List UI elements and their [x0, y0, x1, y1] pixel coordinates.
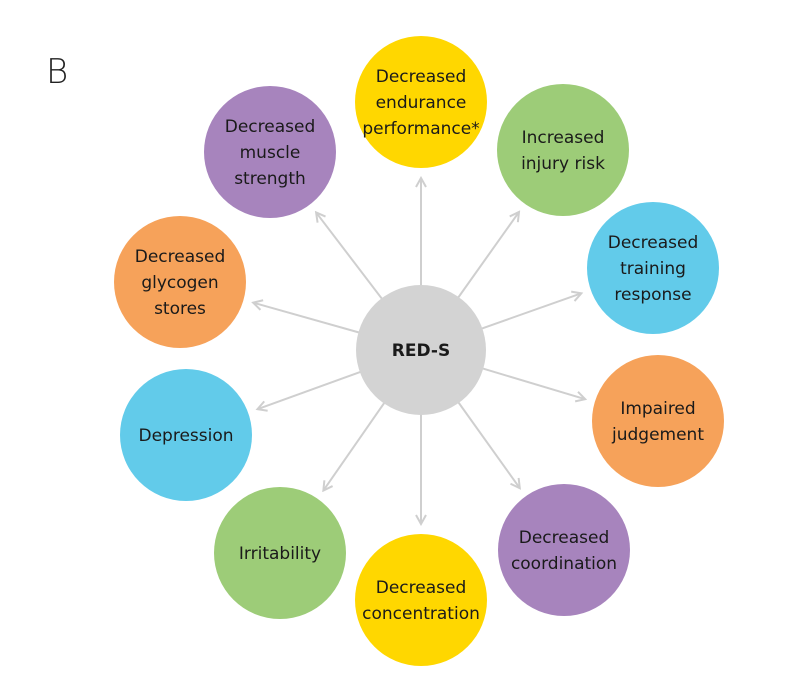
- node-circle: [592, 355, 724, 487]
- node-circle: [497, 84, 629, 216]
- node-decreased-endurance-performance: Decreased endurance performance*: [355, 36, 487, 168]
- node-impaired-judgement: Impaired judgement: [592, 355, 724, 487]
- center-label: RED-S: [392, 341, 450, 361]
- center-node: RED-S: [356, 285, 486, 415]
- node-decreased-glycogen-stores: Decreased glycogen stores: [114, 216, 246, 348]
- node-increased-injury-risk: Increased injury risk: [497, 84, 629, 216]
- node-label-line: Decreased: [608, 233, 699, 253]
- node-depression: Depression: [120, 369, 252, 501]
- node-label-line: performance*: [362, 119, 479, 139]
- arrow-to-decreased-training-response: [480, 293, 581, 330]
- node-label-line: Irritability: [239, 544, 321, 564]
- arrow-to-decreased-glycogen-stores: [253, 303, 361, 334]
- node-circle: [498, 484, 630, 616]
- arrow-to-decreased-coordination: [456, 400, 520, 488]
- arrow-to-depression: [257, 370, 363, 409]
- node-decreased-muscle-strength: Decreased muscle strength: [204, 86, 336, 218]
- arrow-to-increased-injury-risk: [456, 212, 519, 300]
- node-label-line: glycogen: [141, 273, 218, 293]
- node-label-line: Impaired: [620, 399, 695, 419]
- node-decreased-training-response: Decreased training response: [587, 202, 719, 334]
- node-label-line: stores: [154, 299, 206, 319]
- node-label-line: training: [620, 259, 686, 279]
- arrow-to-impaired-judgement: [481, 367, 585, 399]
- node-label-line: endurance: [376, 93, 467, 113]
- nodes-layer: Decreased endurance performance* Increased i…: [114, 36, 724, 666]
- node-circle: [120, 369, 252, 501]
- node-label-line: Decreased: [135, 247, 226, 267]
- node-label-line: muscle: [240, 143, 301, 163]
- node-circle: [355, 534, 487, 666]
- node-label-line: injury risk: [521, 154, 605, 174]
- node-circle: [587, 202, 719, 334]
- panel-label: B: [46, 52, 69, 92]
- node-label-line: Decreased: [376, 578, 467, 598]
- node-decreased-coordination: Decreased coordination: [498, 484, 630, 616]
- node-label-line: Decreased: [225, 117, 316, 137]
- node-decreased-concentration: Decreased concentration: [355, 534, 487, 666]
- node-label-line: response: [614, 285, 691, 305]
- node-circle: [114, 216, 246, 348]
- node-circle: [204, 86, 336, 218]
- node-label-line: judgement: [611, 425, 704, 445]
- node-label-line: Decreased: [376, 67, 467, 87]
- node-irritability: Irritability: [214, 487, 346, 619]
- center-circle: [356, 285, 486, 415]
- node-label-line: concentration: [362, 604, 480, 624]
- node-label-line: coordination: [511, 554, 617, 574]
- node-label-line: strength: [234, 169, 306, 189]
- node-label-line: Increased: [522, 128, 605, 148]
- node-label-line: Depression: [138, 426, 233, 446]
- arrows-layer: [253, 178, 585, 524]
- node-label-line: Decreased: [519, 528, 610, 548]
- node-circle: [355, 36, 487, 168]
- arrow-to-decreased-muscle-strength: [316, 212, 384, 301]
- node-circle: [214, 487, 346, 619]
- arrow-to-irritability: [323, 401, 386, 491]
